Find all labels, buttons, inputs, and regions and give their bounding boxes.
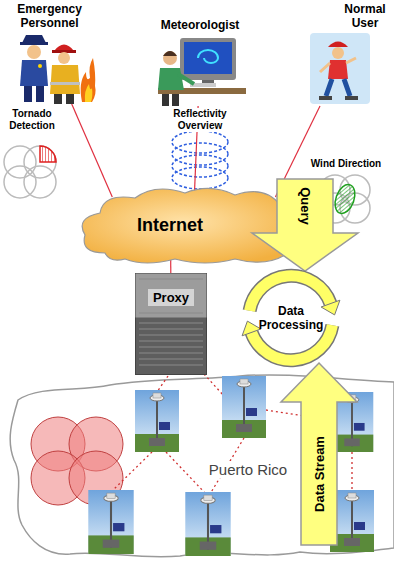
- cloud-label: Internet: [137, 215, 203, 236]
- user-label: Normal User: [339, 2, 391, 30]
- rect-shape: [172, 94, 179, 106]
- line-shape: [351, 452, 352, 490]
- skater-figure: [319, 42, 358, 101]
- path-shape: [81, 58, 96, 102]
- circle-shape: [4, 166, 36, 198]
- line-shape: [111, 452, 152, 492]
- ellipse-shape: [172, 143, 228, 165]
- path-shape: [328, 60, 348, 79]
- flames: [81, 58, 96, 102]
- use-shape: [222, 376, 266, 438]
- user-label: Emergency Personnel: [4, 2, 96, 30]
- path-shape: [320, 58, 356, 72]
- circle-shape: [163, 51, 177, 65]
- use-shape: [88, 490, 133, 554]
- map-label: Puerto Rico: [208, 461, 288, 478]
- rect-shape: [54, 94, 62, 104]
- path-shape: [328, 42, 348, 48]
- circle-shape: [38, 64, 42, 68]
- path-shape: [50, 65, 80, 94]
- rect-shape: [50, 82, 80, 85]
- arrow-label: Query: [298, 187, 313, 225]
- path-shape: [20, 60, 48, 86]
- user-group: Normal User: [300, 2, 391, 106]
- user-label: Meteorologist: [150, 18, 250, 32]
- rect-shape: [66, 94, 74, 104]
- server-top: [136, 274, 207, 318]
- rect-shape: [36, 86, 44, 102]
- line-shape: [166, 452, 206, 494]
- path-shape: [40, 146, 56, 162]
- circle-shape: [58, 52, 70, 64]
- circle-shape: [4, 146, 36, 178]
- ellipse-shape: [172, 167, 228, 189]
- rect-shape: [319, 96, 332, 100]
- tornado-icon: [4, 146, 56, 198]
- path-shape: [158, 68, 184, 90]
- proxy-server: Proxy: [135, 273, 207, 375]
- server-body: [136, 274, 207, 375]
- meteorologist-figure: [158, 51, 246, 106]
- path-shape: [163, 51, 177, 56]
- circle-shape: [24, 166, 56, 198]
- firefighter: [50, 45, 80, 105]
- path-shape: [178, 74, 194, 84]
- path-shape: [198, 50, 218, 63]
- stream-arrow: Data Stream: [280, 362, 358, 546]
- user-group: Emergency Personnel: [2, 2, 97, 104]
- reflectivity-icon: [172, 131, 228, 189]
- rect-shape: [184, 42, 232, 74]
- product-label: Wind Direction: [310, 158, 382, 170]
- circle-shape: [332, 47, 344, 59]
- arrow-label: Data Stream: [312, 436, 327, 512]
- circle-shape: [24, 146, 56, 178]
- path-shape: [326, 79, 350, 96]
- product-label: Tornado Detection: [4, 108, 60, 132]
- path-shape: [22, 35, 46, 43]
- circle-shape: [27, 45, 41, 59]
- rect-shape: [180, 38, 236, 80]
- up-arrow: [281, 363, 357, 545]
- use-shape: [185, 492, 230, 556]
- path-shape: [85, 84, 93, 102]
- path-shape: [321, 300, 340, 315]
- use-shape: [135, 390, 179, 452]
- path-shape: [242, 321, 261, 336]
- processing-cycle: Data Processing: [236, 268, 346, 368]
- rect-shape: [24, 86, 32, 102]
- server-label: Proxy: [148, 289, 194, 306]
- rect-shape: [162, 94, 169, 106]
- product-label: Reflectivity Overview: [166, 108, 234, 132]
- link-line: [72, 104, 113, 197]
- down-arrow: [252, 179, 358, 271]
- user-group: Meteorologist: [150, 18, 250, 106]
- line-shape: [204, 374, 224, 396]
- cycle-arrows: [242, 276, 340, 360]
- server-slots: [139, 279, 203, 365]
- police-officer: [20, 35, 48, 102]
- ellipse-shape: [331, 182, 358, 216]
- rect-shape: [345, 96, 358, 100]
- cloud-outline: [82, 188, 307, 263]
- line-shape: [157, 376, 168, 392]
- cycle-label: Data Processing: [253, 304, 329, 332]
- link-line: [170, 259, 171, 273]
- sky-backdrop: [310, 33, 370, 104]
- rect-shape: [20, 42, 48, 45]
- query-arrow: Query: [250, 178, 360, 272]
- ellipse-shape: [172, 155, 228, 177]
- ellipse-shape: [172, 131, 228, 153]
